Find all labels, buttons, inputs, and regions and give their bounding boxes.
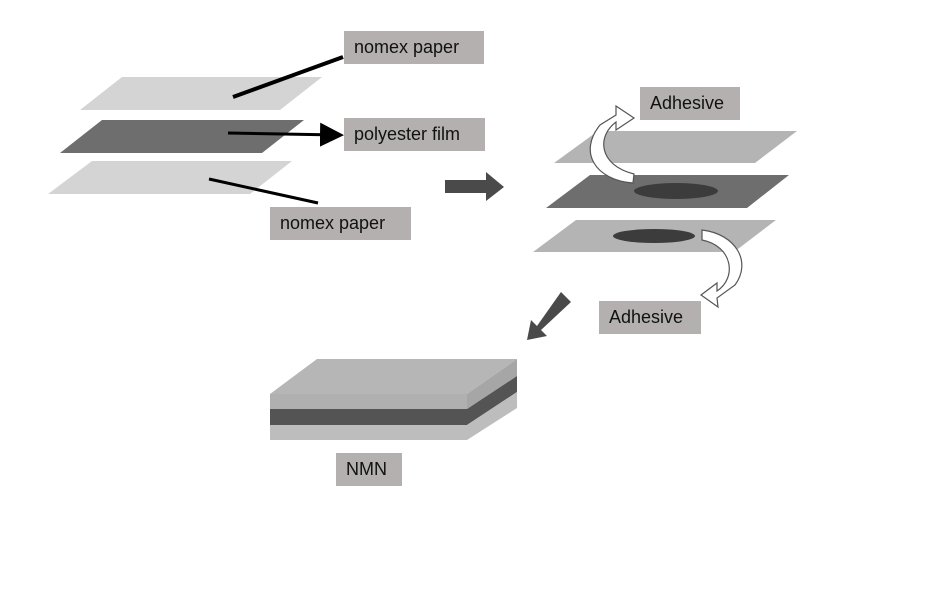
adhesive-spot-bottom bbox=[613, 229, 695, 243]
label-nomex-paper-bottom: nomex paper bbox=[270, 207, 411, 240]
adhesive-curved-arrow-top bbox=[589, 104, 636, 184]
nmn-block-side-middle bbox=[467, 376, 517, 425]
process-arrow-down-left bbox=[527, 292, 571, 340]
nmn-block-front-nomex-top bbox=[270, 394, 467, 409]
nomex-paper-sheet-top bbox=[80, 77, 322, 110]
label-adhesive-bottom: Adhesive bbox=[599, 301, 701, 334]
nmn-block-side-top bbox=[467, 359, 517, 409]
adhesive-curved-arrow-bottom bbox=[699, 229, 743, 309]
pointer-line-nomex-top bbox=[232, 55, 344, 99]
label-nmn: NMN bbox=[336, 453, 402, 486]
adhesive-stack-sheet-top bbox=[554, 131, 797, 163]
process-arrow-right bbox=[445, 172, 504, 201]
pointer-line-nomex-bottom bbox=[208, 177, 319, 205]
label-polyester-film: polyester film bbox=[344, 118, 485, 151]
nmn-block-front-nomex-bottom bbox=[270, 425, 467, 440]
adhesive-spot-top bbox=[634, 183, 718, 199]
nmn-block-side-bottom bbox=[467, 392, 517, 440]
nmn-block-top-face bbox=[270, 359, 517, 394]
polyester-film-sheet bbox=[60, 120, 304, 153]
nomex-paper-sheet-bottom bbox=[48, 161, 292, 194]
label-nomex-paper-top: nomex paper bbox=[344, 31, 484, 64]
nmn-block-front-polyester bbox=[270, 409, 467, 425]
pointer-line-polyester bbox=[227, 122, 344, 147]
label-adhesive-top: Adhesive bbox=[640, 87, 740, 120]
